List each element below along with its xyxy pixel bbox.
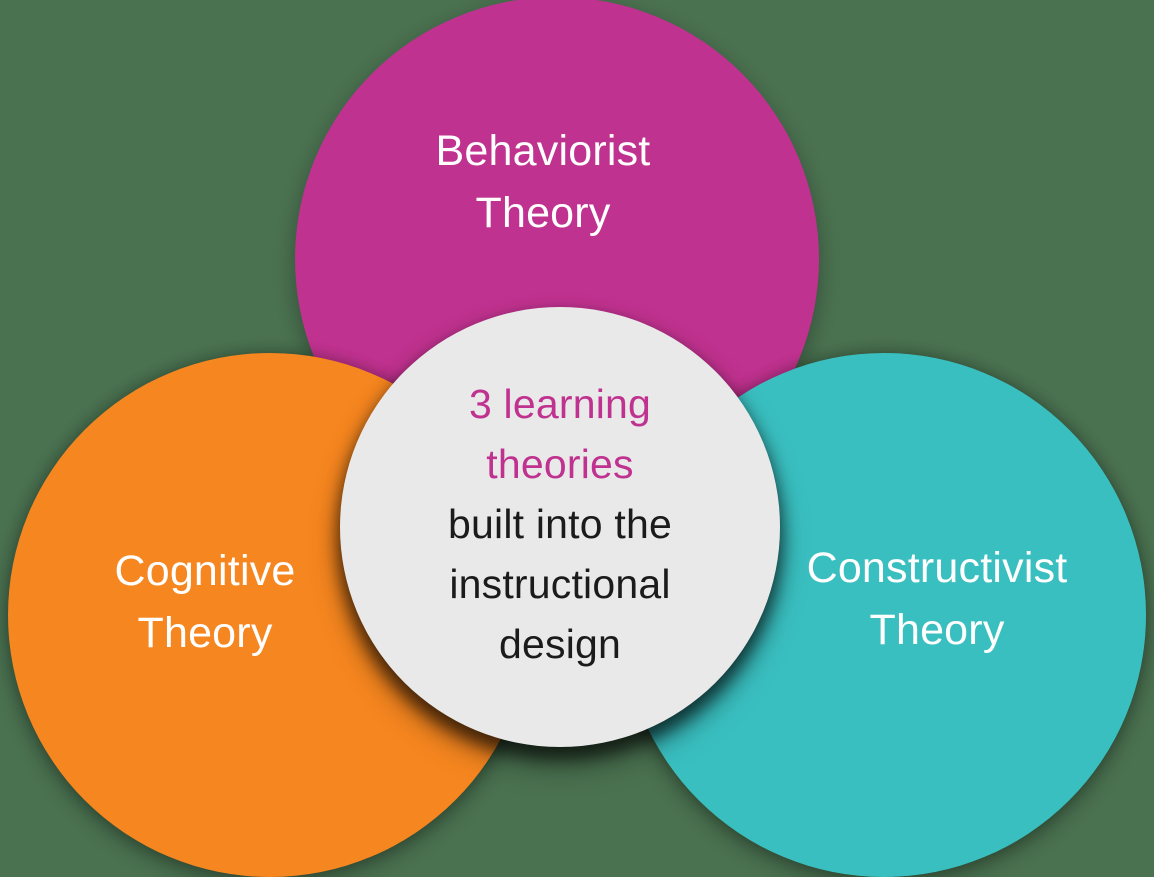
behaviorist-label-line2: Theory <box>475 189 611 237</box>
cognitive-label-line2: Theory <box>137 609 273 657</box>
cognitive-label-line1: Cognitive <box>114 547 296 595</box>
behaviorist-theory-label: Behaviorist Theory <box>343 120 743 244</box>
center-statement-highlight-line1: 3 learning <box>468 381 652 427</box>
behaviorist-label-line1: Behaviorist <box>435 127 651 175</box>
center-statement-body-line1: built into the <box>448 501 672 547</box>
cognitive-theory-label: Cognitive Theory <box>55 540 355 664</box>
center-statement-body-line2: instructional <box>449 561 671 607</box>
center-statement-body-line3: design <box>498 621 622 667</box>
constructivist-theory-label: Constructivist Theory <box>757 537 1117 661</box>
center-statement-highlight-line2: theories <box>486 441 634 487</box>
constructivist-label-line1: Constructivist <box>806 544 1068 592</box>
center-overlap-circle <box>340 307 780 747</box>
constructivist-label-line2: Theory <box>869 606 1005 654</box>
center-statement: 3 learning theories built into the instr… <box>360 374 760 674</box>
